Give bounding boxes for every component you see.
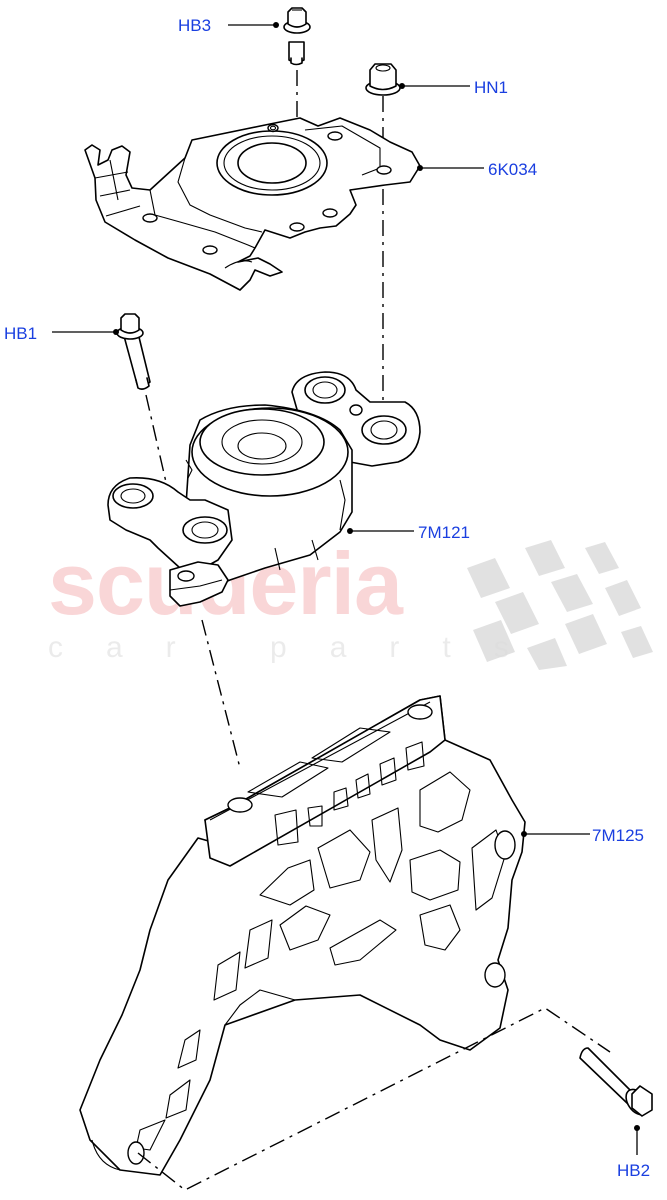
callout-hb3[interactable]: HB3 [178, 16, 212, 35]
callout-hb2[interactable]: HB2 [617, 1161, 651, 1180]
callout-7m121[interactable]: 7M121 [418, 523, 470, 542]
callout-7m125[interactable]: 7M125 [592, 826, 644, 845]
nut-hn1-icon [365, 63, 401, 96]
checkered-flag-watermark-icon [467, 540, 653, 670]
bolt-hb2-icon [579, 1047, 653, 1117]
bolt-hb1-icon [116, 313, 151, 390]
engine-mount-7m121-icon [107, 371, 421, 607]
callout-hn1[interactable]: HN1 [474, 78, 509, 97]
leader-lines [52, 22, 640, 1155]
callout-6k034[interactable]: 6K034 [488, 160, 538, 179]
support-bracket-7m125-icon [79, 695, 526, 1176]
bolt-hb3-icon [283, 7, 311, 66]
watermark-tagline: car parts [48, 631, 552, 664]
callout-hb1[interactable]: HB1 [4, 324, 38, 343]
bracket-plate-6k034-icon [84, 117, 421, 291]
